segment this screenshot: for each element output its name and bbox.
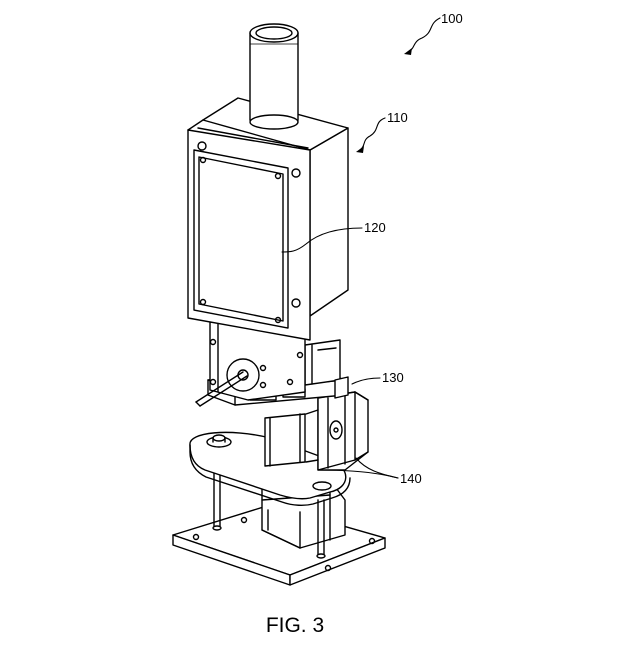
- label-140: 140: [400, 471, 422, 486]
- label-100: 100: [441, 11, 463, 26]
- label-110: 110: [387, 110, 408, 125]
- label-120: 120: [364, 220, 386, 235]
- front-panel: [194, 150, 288, 328]
- figure-caption: FIG. 3: [266, 614, 324, 637]
- label-130: 130: [382, 370, 404, 385]
- top-cylinder: [250, 24, 298, 129]
